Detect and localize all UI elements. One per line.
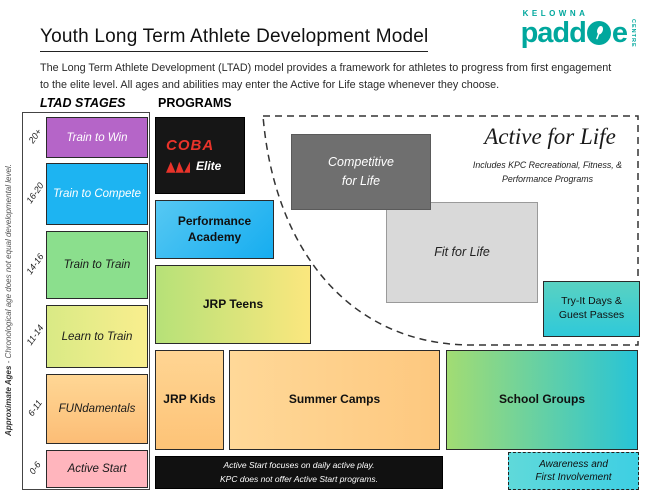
box-try-it-days-guest-passes: Try-It Days & Guest Passes: [543, 281, 640, 337]
stage-box-fundamentals: FUNdamentals: [46, 374, 148, 444]
active-start-footnote: Active Start focuses on daily active pla…: [155, 456, 443, 489]
kelowna-paddle-logo: KELOWNA padd e CENTRE: [521, 9, 636, 48]
performance-academy-line2: Academy: [187, 229, 242, 244]
active-for-life-subtitle-line1: Includes KPC Recreational, Fitness, &: [472, 160, 623, 170]
logo-centre-text: CENTRE: [630, 18, 636, 48]
page-title: Youth Long Term Athlete Development Mode…: [40, 26, 429, 52]
tryit-line2: Guest Passes: [558, 309, 625, 321]
active-for-life-subtitle-line2: Performance Programs: [502, 174, 593, 185]
elite-row: Elite: [166, 159, 221, 175]
ltad-stages-header: LTAD STAGES: [40, 96, 126, 110]
stage-box-active-start: Active Start: [46, 450, 148, 488]
stage-box-train-to-compete: Train to Compete: [46, 163, 148, 225]
footnote-line2: KPC does not offer Active Start programs…: [220, 473, 378, 484]
box-fit-for-life: Fit for Life: [386, 202, 538, 303]
paddle-icon: [586, 21, 611, 46]
awareness-line1: Awareness and: [539, 459, 608, 470]
tryit-line1: Try-It Days &: [561, 295, 622, 308]
stage-box-train-to-win: Train to Win: [46, 117, 148, 158]
program-box-jrp-teens: JRP Teens: [155, 265, 311, 344]
active-for-life-subtitle: Includes KPC Recreational, Fitness, & Pe…: [455, 158, 640, 186]
competitive-line2: for Life: [341, 174, 381, 188]
competitive-line1: Competitive: [328, 154, 394, 169]
program-box-jrp-kids: JRP Kids: [155, 350, 224, 450]
box-awareness-first-involvement: Awareness and First Involvement: [508, 452, 639, 490]
stage-box-train-to-train: Train to Train: [46, 231, 148, 299]
awareness-line2: First Involvement: [535, 472, 612, 483]
coba-logo-mark: [166, 161, 190, 173]
logo-region-text: KELOWNA: [522, 9, 589, 18]
active-for-life-title: Active for Life: [484, 124, 616, 149]
intro-text: The Long Term Athlete Development (LTAD)…: [40, 62, 612, 91]
coba-logo-text: COBA: [166, 136, 215, 154]
logo-wordmark: padd e CENTRE: [520, 17, 636, 49]
program-box-summer-camps: Summer Camps: [229, 350, 440, 450]
performance-academy-line1: Performance: [177, 213, 252, 228]
footnote-line1: Active Start focuses on daily active pla…: [223, 460, 375, 471]
programs-header: PROGRAMS: [158, 96, 232, 110]
logo-word-pre: padd: [520, 17, 587, 49]
elite-label: Elite: [196, 159, 222, 174]
program-box-school-groups: School Groups: [446, 350, 638, 450]
program-box-elite: COBA Elite: [155, 117, 245, 194]
box-competitive-for-life: Competitive for Life: [291, 134, 431, 210]
logo-word-post: e: [611, 17, 628, 49]
stages-frame: [22, 112, 150, 490]
stage-box-learn-to-train: Learn to Train: [46, 305, 148, 368]
program-box-performance-academy: Performance Academy: [155, 200, 274, 259]
